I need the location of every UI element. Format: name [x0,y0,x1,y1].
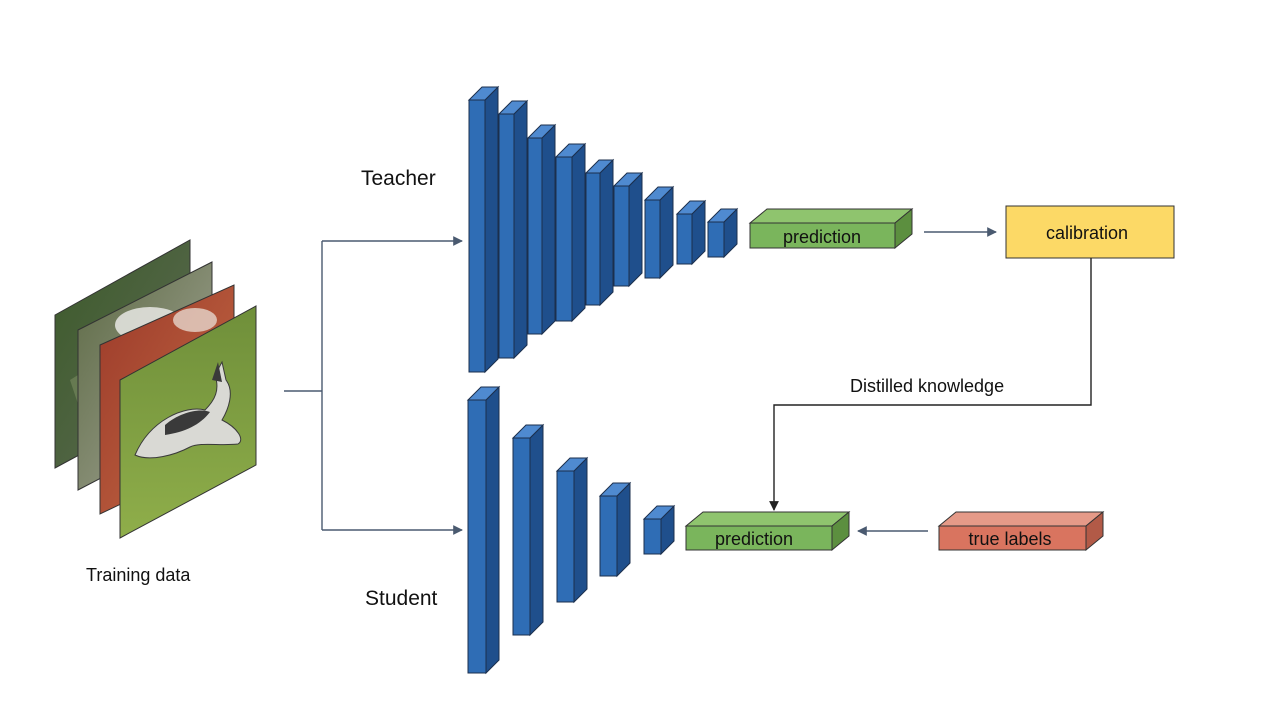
training-images-stack [54,239,257,539]
training-image-dog [119,305,257,539]
teacher-prediction-block: prediction [748,207,914,250]
student-layer [466,385,501,675]
student-layer [511,423,545,637]
teacher-layer [675,199,707,266]
teacher-layer [706,207,739,259]
distilled-knowledge-label: Distilled knowledge [850,376,1004,396]
student-prediction-label: prediction [715,529,793,549]
student-layer [598,481,632,578]
teacher-layer [467,85,500,374]
training-data-label: Training data [86,565,191,585]
teacher-prediction-label: prediction [783,227,861,247]
true-labels-block: true labels [937,510,1105,552]
calibration-box: calibration [1005,205,1175,259]
teacher-layer [554,142,587,323]
teacher-layer [643,185,675,280]
teacher-layer [526,123,557,336]
input-connector [284,236,463,535]
student-network [466,385,676,675]
teacher-layer [612,171,644,288]
teacher-network [467,85,739,374]
student-layer [642,504,676,556]
teacher-layer [584,158,615,307]
student-prediction-block: prediction [684,510,851,552]
student-label: Student [365,587,438,610]
student-layer [555,456,589,604]
teacher-label: Teacher [361,167,436,190]
teacher-layer [497,99,529,360]
calibration-label: calibration [1046,223,1128,243]
true-labels-label: true labels [968,529,1051,549]
distilled-knowledge-connector [769,258,1092,511]
